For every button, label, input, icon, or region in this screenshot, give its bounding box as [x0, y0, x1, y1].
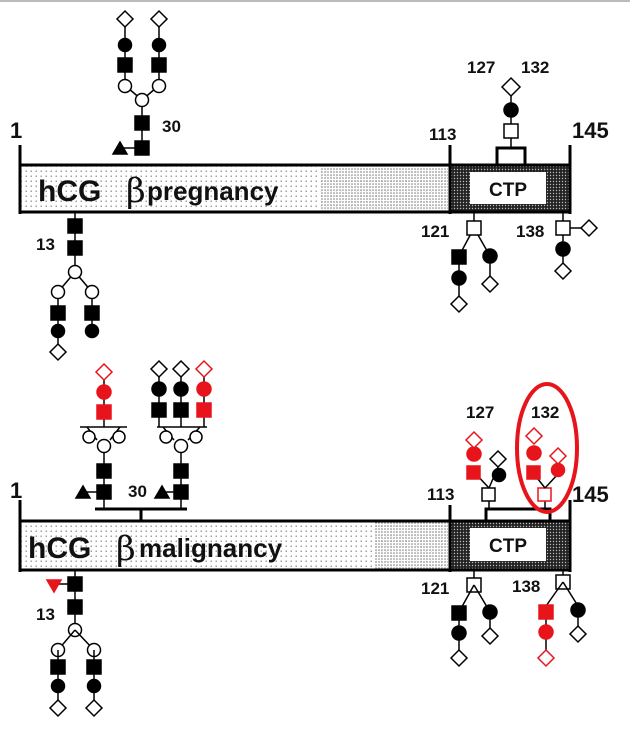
site-30-label: 30 [162, 117, 181, 136]
end-position: 145 [572, 118, 609, 143]
ctp-start-position: 113 [429, 125, 456, 144]
n-glycan-site-13 [48, 212, 100, 362]
o-glycan-site-138 [536, 570, 588, 668]
n-glycan-bracket [95, 507, 187, 521]
state-label: pregnancy [147, 176, 279, 206]
o-glycan-site-127 [464, 430, 508, 509]
site-121-label: 121 [421, 579, 449, 598]
site-13-label: 13 [36, 235, 55, 254]
site-132-label: 132 [521, 58, 549, 77]
beta-symbol: β [116, 529, 136, 569]
site-132-label: 132 [531, 403, 559, 422]
beta-symbol: β [126, 171, 146, 211]
panel-malignancy: CTP hCG β malignancy 1 145 113 30 13 127… [10, 359, 609, 718]
n-glycan-site-13 [45, 570, 104, 718]
o-glycan-site-138 [553, 212, 599, 281]
n-glycan-site-30 [111, 9, 169, 156]
panel-pregnancy: CTP hCG β pregnancy 1 145 113 30 13 127 … [10, 9, 609, 362]
protein-name: hCG [28, 532, 91, 565]
start-position: 1 [10, 478, 22, 503]
o-glycan-site-121 [449, 570, 500, 668]
site-127-label: 127 [466, 403, 494, 422]
site-13-label: 13 [36, 605, 55, 624]
n-glycan-left [74, 362, 127, 509]
ctp-start-position: 113 [427, 485, 454, 504]
end-position: 145 [572, 482, 609, 507]
o-glycan-site-132 [524, 426, 568, 509]
protein-name: hCG [38, 175, 101, 208]
site-138-label: 138 [512, 577, 540, 596]
state-label: malignancy [139, 533, 283, 563]
highlight-ring [515, 382, 579, 514]
ctp-label: CTP [489, 536, 527, 557]
o-glycan-site-121 [449, 212, 500, 314]
site-121-label: 121 [421, 222, 449, 241]
o-glycan-site-127-132 [495, 76, 527, 165]
site-127-label: 127 [467, 58, 495, 77]
n-glycan-right [149, 359, 214, 509]
start-position: 1 [10, 118, 22, 143]
site-30-label: 30 [128, 482, 147, 501]
site-138-label: 138 [516, 222, 544, 241]
ctp-label: CTP [489, 180, 527, 201]
